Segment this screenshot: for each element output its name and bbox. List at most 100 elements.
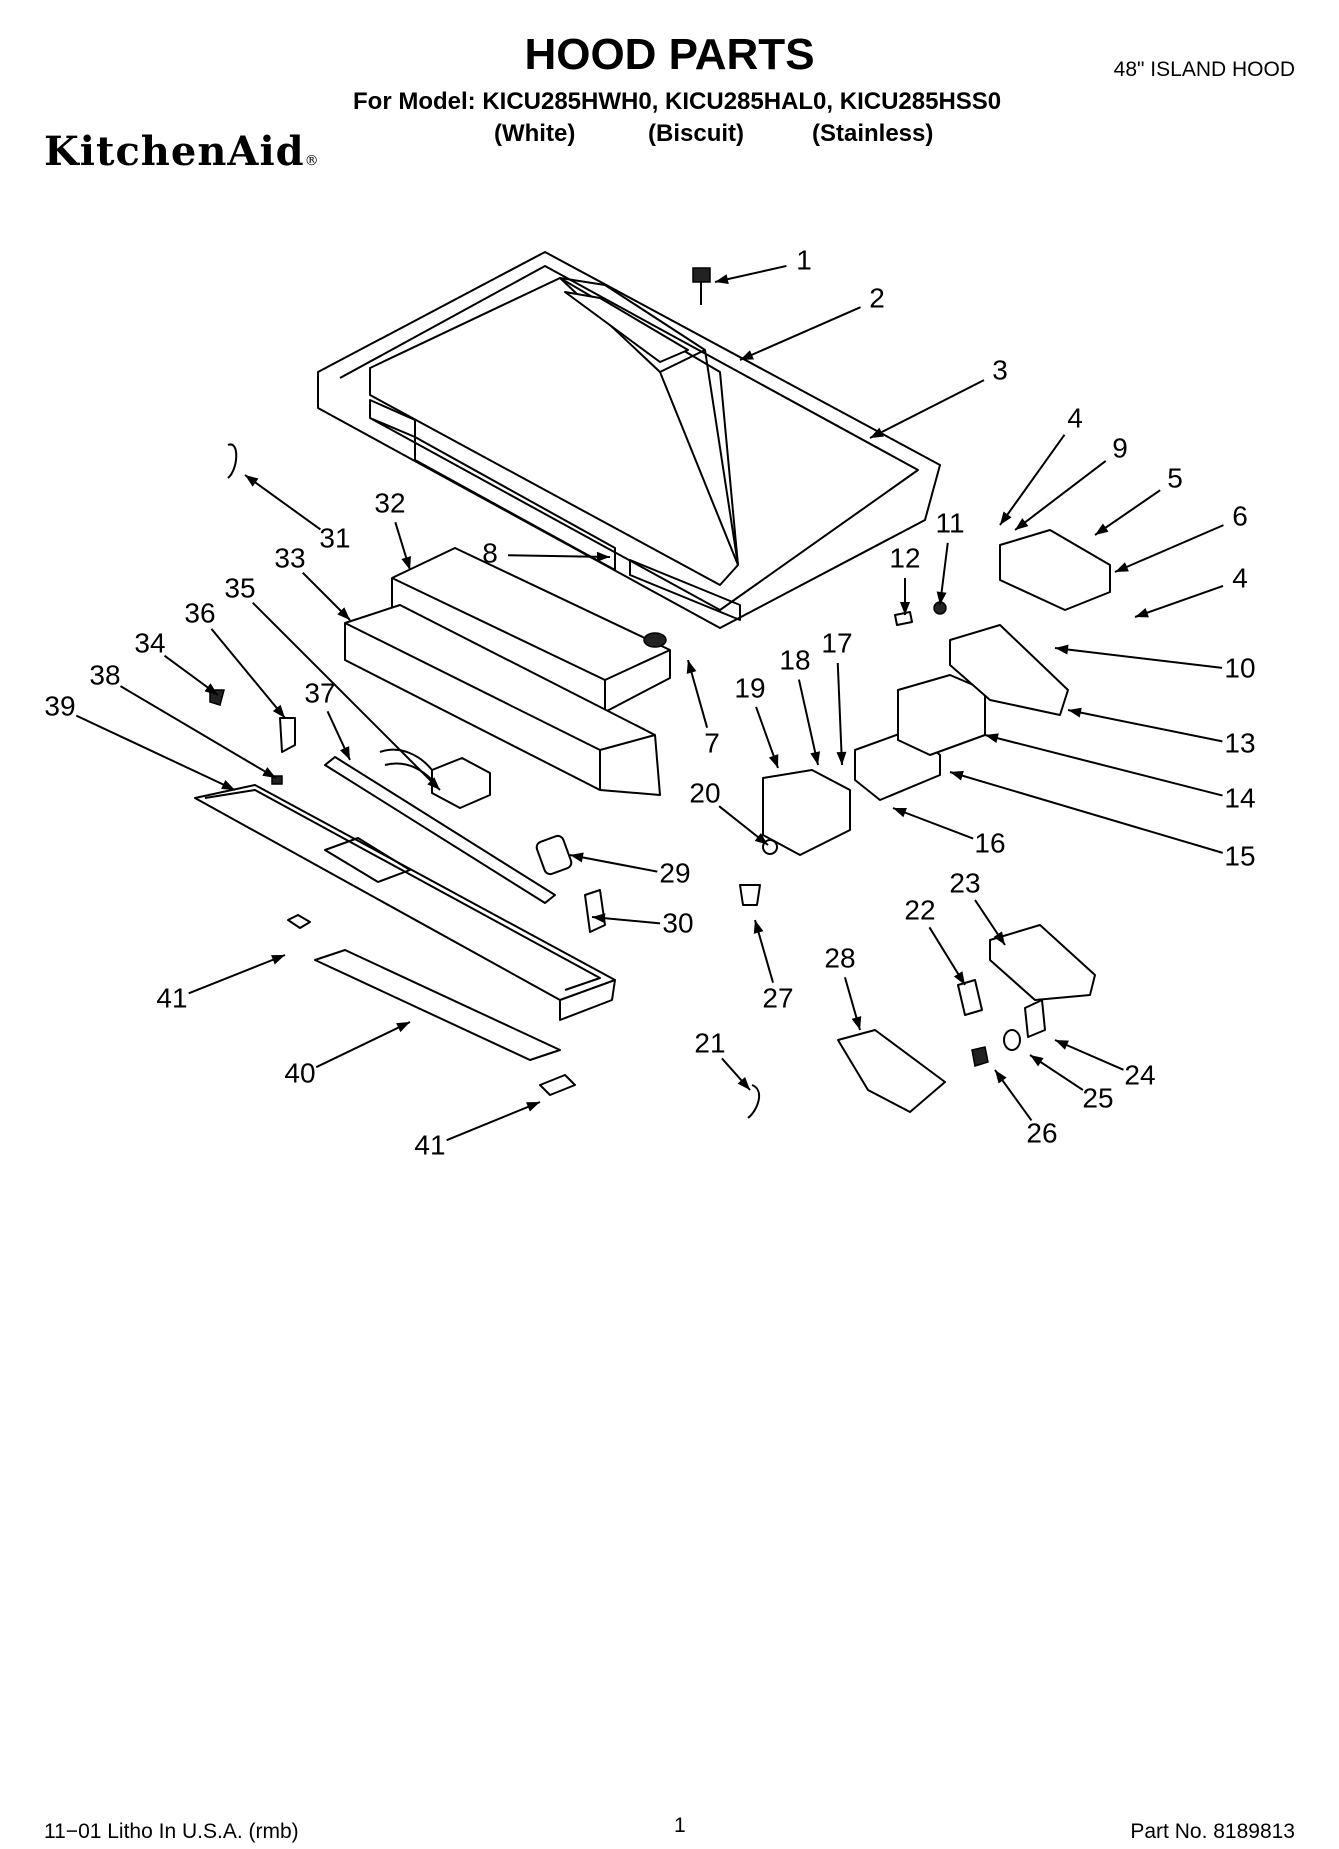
- callout-32: 32: [374, 487, 411, 571]
- callout-number: 3: [992, 354, 1008, 385]
- callout-number: 19: [734, 672, 765, 703]
- registered-mark: ®: [304, 153, 320, 169]
- arrowhead: [1068, 707, 1082, 718]
- arrowhead: [900, 602, 910, 615]
- callout-34: 34: [134, 627, 219, 696]
- leader-line: [75, 714, 236, 791]
- callout-number: 11: [935, 507, 964, 538]
- leader-line: [1014, 460, 1107, 531]
- arrowhead: [810, 751, 821, 765]
- lens-clip-41-upper: [287, 914, 311, 929]
- arrowhead: [715, 274, 729, 285]
- leader-line: [244, 474, 321, 531]
- socket-29: [535, 834, 573, 876]
- leader-line: [1134, 585, 1224, 618]
- callout-10: 10: [1054, 644, 1256, 683]
- callout-11: 11: [935, 507, 965, 606]
- callout-number: 32: [374, 487, 405, 518]
- wire-connector-21: [747, 1084, 761, 1119]
- arrowhead: [340, 746, 350, 760]
- duct-23: [989, 924, 1096, 1001]
- arrowhead: [262, 767, 276, 778]
- callout-number: 9: [1112, 432, 1128, 463]
- leader-line: [869, 379, 985, 439]
- callout-20: 20: [689, 777, 769, 846]
- callout-number: 35: [224, 572, 255, 603]
- callout-number: 4: [1067, 402, 1083, 433]
- leader-line: [569, 854, 658, 873]
- callout-number: 23: [949, 867, 980, 898]
- leader-line: [984, 734, 1223, 797]
- callout-12: 12: [889, 542, 921, 615]
- arrowhead: [1015, 518, 1029, 530]
- callout-38: 38: [89, 659, 277, 779]
- callout-number: 6: [1232, 500, 1248, 531]
- callout-2: 2: [739, 282, 885, 361]
- arrowhead: [271, 955, 285, 965]
- callout-number: 34: [134, 627, 165, 658]
- arrowhead: [1095, 523, 1109, 535]
- arrowhead: [204, 683, 218, 695]
- bracket-24: [1024, 999, 1046, 1038]
- callout-number: 13: [1224, 727, 1255, 758]
- callout-35: 35: [224, 572, 441, 791]
- leader-line: [315, 1021, 411, 1069]
- callout-number: 5: [1167, 462, 1183, 493]
- callout-number: 30: [662, 907, 693, 938]
- callout-number: 38: [89, 659, 120, 690]
- callout-number: 40: [284, 1057, 315, 1088]
- callout-40: 40: [284, 1021, 411, 1088]
- lens-clip-41-lower: [539, 1074, 576, 1096]
- callout-number: 8: [482, 537, 498, 568]
- callout-15: 15: [949, 770, 1256, 871]
- light-lens-40: [314, 949, 561, 1061]
- callout-1: 1: [714, 244, 812, 285]
- brand-name: KitchenAid: [44, 128, 305, 175]
- leader-line: [1094, 489, 1161, 536]
- callout-number: 14: [1224, 782, 1255, 813]
- callout-24: 24: [1054, 1039, 1156, 1090]
- callout-number: 28: [824, 942, 855, 973]
- callout-21: 21: [694, 1027, 751, 1091]
- callout-36: 36: [184, 597, 286, 719]
- circuit-board-14: [897, 674, 986, 756]
- callout-9: 9: [1014, 432, 1128, 531]
- callout-number: 37: [304, 677, 335, 708]
- pin-12: [894, 611, 913, 626]
- switch-panel-19: [762, 769, 851, 856]
- callout-number: 12: [889, 542, 920, 573]
- lens-frame-39: [194, 784, 616, 1021]
- leader-line: [1114, 524, 1224, 573]
- bracket-22: [957, 979, 983, 1016]
- page-number: 1: [674, 1814, 686, 1837]
- callout-8: 8: [482, 537, 611, 568]
- page-title: HOOD PARTS: [524, 30, 815, 79]
- callout-37: 37: [304, 677, 351, 761]
- arrowhead: [768, 754, 779, 768]
- arrowhead: [936, 591, 947, 605]
- callout-number: 22: [904, 894, 935, 925]
- callout-number: 24: [1124, 1059, 1155, 1090]
- callout-14: 14: [984, 733, 1256, 813]
- callout-labels: 1234956410131415161112171819207832333531…: [44, 244, 1255, 1160]
- arrowhead: [740, 350, 754, 360]
- hood-body: [317, 251, 941, 629]
- filter-33: [344, 604, 661, 796]
- callout-number: 15: [1224, 840, 1255, 871]
- callout-number: 2: [869, 282, 885, 313]
- callout-28: 28: [824, 942, 862, 1031]
- callout-13: 13: [1067, 707, 1256, 758]
- knob-27: [739, 884, 761, 906]
- variant-white: (White): [494, 120, 576, 147]
- callout-18: 18: [779, 644, 821, 766]
- callout-number: 18: [779, 644, 810, 675]
- arrowhead: [686, 660, 697, 674]
- callout-19: 19: [734, 672, 779, 769]
- arrowhead: [993, 931, 1005, 945]
- model-numbers: For Model: KICU285HWH0, KICU285HAL0, KIC…: [353, 88, 1002, 115]
- screw-1: [692, 267, 711, 305]
- callout-number: 33: [274, 542, 305, 573]
- arrowhead: [737, 1076, 750, 1090]
- arrowhead: [1135, 607, 1149, 618]
